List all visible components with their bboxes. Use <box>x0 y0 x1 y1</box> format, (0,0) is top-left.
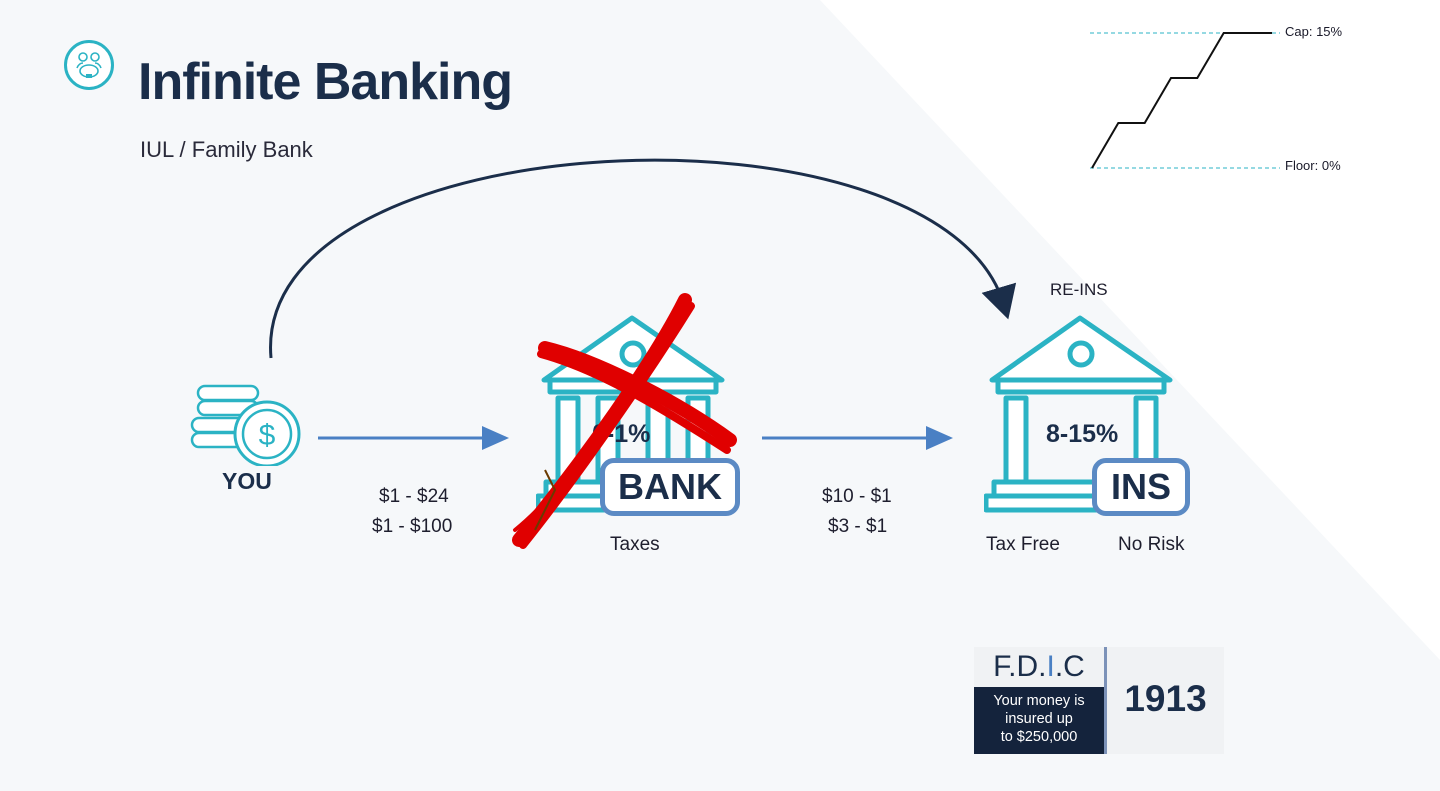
svg-text:$: $ <box>259 419 276 452</box>
fdic-title: F.D.I.C <box>993 650 1085 683</box>
page-subtitle: IUL / Family Bank <box>140 137 313 162</box>
fdic-year: 1913 <box>1124 678 1207 719</box>
insurance-caption-no-risk: No Risk <box>1118 534 1185 555</box>
curved-arrow-you-to-ins <box>269 158 1017 359</box>
page-title: Infinite Banking <box>138 53 513 111</box>
flow-bank-ins-line1: $10 - $1 <box>822 486 892 507</box>
logo-family-icon <box>64 40 114 90</box>
insurance-caption-tax-free: Tax Free <box>986 534 1060 555</box>
step-line <box>1091 32 1272 169</box>
bank-box-label: BANK <box>600 458 740 516</box>
fdic-description: Your money is insured up to $250,000 <box>974 687 1104 754</box>
insurance-box-label: INS <box>1092 458 1190 516</box>
flow-you-bank-line1: $1 - $24 <box>379 486 449 507</box>
fdic-box: F.D.I.C Your money is insured up to $250… <box>974 647 1224 754</box>
floor-label: Floor: 0% <box>1285 158 1341 173</box>
flow-you-bank-line2: $1 - $100 <box>372 516 453 537</box>
you-label: YOU <box>222 468 272 494</box>
fdic-divider <box>1104 647 1107 754</box>
cap-label: Cap: 15% <box>1285 24 1343 39</box>
dollar-coins-icon: $ <box>190 384 301 466</box>
reinsurance-label: RE-INS <box>1050 280 1108 299</box>
bank-caption: Taxes <box>610 534 660 555</box>
insurance-rate: 8-15% <box>1046 420 1119 448</box>
cap-floor-chart <box>1090 32 1280 169</box>
flow-bank-ins-line2: $3 - $1 <box>828 516 888 537</box>
cross-out-mark <box>512 293 737 549</box>
